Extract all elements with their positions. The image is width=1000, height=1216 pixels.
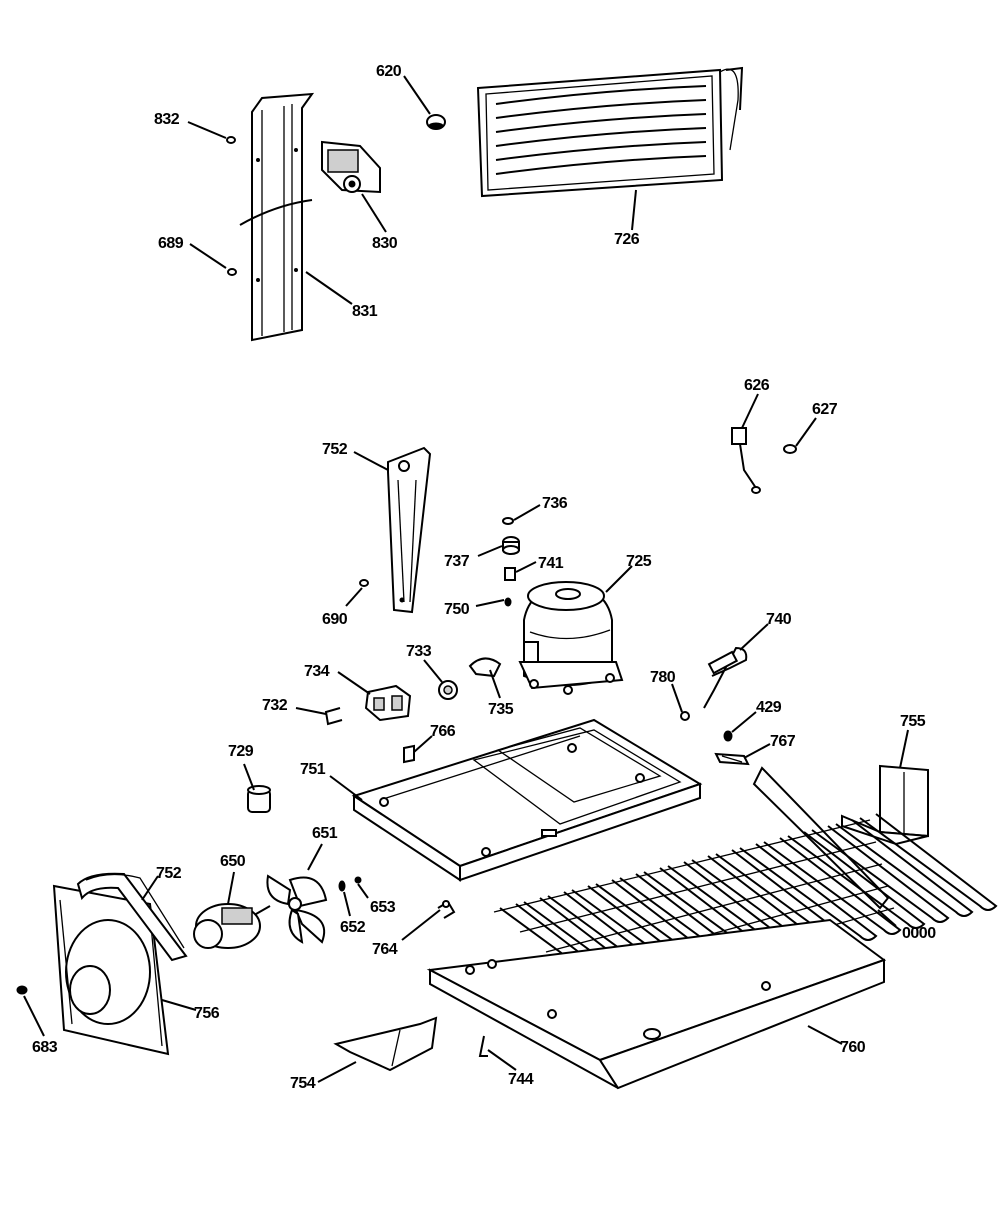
callout-729: 729 <box>228 743 254 760</box>
callout-830: 830 <box>372 235 398 252</box>
callout-690: 690 <box>322 611 348 628</box>
part-830-control <box>321 140 381 194</box>
part-653 <box>354 876 362 884</box>
part-689-screw <box>227 268 237 276</box>
coil-loop <box>739 843 878 941</box>
part-751-base-pan <box>351 718 703 882</box>
callout-752-lower: 752 <box>156 865 182 882</box>
callout-683: 683 <box>32 1039 58 1056</box>
coil-loop <box>787 831 926 929</box>
part-737 <box>502 536 520 555</box>
coil-fin-line <box>519 841 877 933</box>
part-732-clip <box>324 707 343 726</box>
callout-732: 732 <box>262 697 288 714</box>
part-766 <box>403 744 415 764</box>
part-831-duct <box>239 92 315 342</box>
part-780 <box>680 711 690 721</box>
part-734-relay <box>364 684 412 722</box>
callout-740: 740 <box>766 611 792 628</box>
callout-734: 734 <box>304 663 330 680</box>
part-627 <box>783 444 797 454</box>
callout-726: 726 <box>614 231 640 248</box>
callout-626: 626 <box>744 377 770 394</box>
callout-689: 689 <box>158 235 184 252</box>
callout-752-upper: 752 <box>322 441 348 458</box>
part-726-condenser <box>476 66 744 198</box>
callout-627: 627 <box>812 401 838 418</box>
callout-751: 751 <box>300 761 326 778</box>
callout-735: 735 <box>488 701 514 718</box>
leader-lines <box>23 75 909 1083</box>
callout-744: 744 <box>508 1071 534 1088</box>
part-754 <box>333 1016 438 1072</box>
part-741 <box>504 567 516 581</box>
part-760-drain-pan <box>426 918 887 1090</box>
callout-733: 733 <box>406 643 432 660</box>
part-729-capacitor <box>247 785 271 813</box>
callout-766: 766 <box>430 723 456 740</box>
callout-755: 755 <box>900 713 926 730</box>
part-755-bracket <box>841 764 929 846</box>
part-735 <box>468 657 502 678</box>
part-429 <box>723 730 733 742</box>
coil-loop <box>835 819 974 917</box>
callout-741: 741 <box>538 555 564 572</box>
callout-736: 736 <box>542 495 568 512</box>
callout-832: 832 <box>154 111 180 128</box>
callout-652: 652 <box>340 919 366 936</box>
coil-fin-line <box>545 863 883 953</box>
callout-756: 756 <box>194 1005 220 1022</box>
callout-780: 780 <box>650 669 676 686</box>
part-690-screw <box>359 579 369 587</box>
callout-831: 831 <box>352 303 378 320</box>
part-764 <box>437 900 456 919</box>
part-744 <box>478 1035 488 1057</box>
part-740 <box>703 646 748 709</box>
callout-653: 653 <box>370 899 396 916</box>
part-736 <box>502 517 514 525</box>
part-652 <box>338 880 346 892</box>
callout-651: 651 <box>312 825 338 842</box>
callout-725: 725 <box>626 553 652 570</box>
part-733 <box>438 680 458 700</box>
coil-fin-line <box>493 819 871 913</box>
callout-767: 767 <box>770 733 796 750</box>
callout-429: 429 <box>756 699 782 716</box>
part-750 <box>504 597 512 607</box>
part-626 <box>731 427 761 494</box>
part-752-bracket <box>387 446 432 614</box>
callout-620: 620 <box>376 63 402 80</box>
part-725-compressor <box>518 581 624 695</box>
callout-754: 754 <box>290 1075 316 1092</box>
part-756-fan-shroud <box>52 884 170 1056</box>
part-767 <box>714 752 750 766</box>
part-683-screw <box>16 985 28 995</box>
part-651-fan-blade <box>266 874 328 944</box>
part-620 <box>426 114 446 130</box>
part-752-shroud-frame <box>76 872 188 962</box>
callout-650: 650 <box>220 853 246 870</box>
callout-labels: 620 832 689 830 831 726 626 627 752 736 … <box>32 63 937 1092</box>
part-650-fan-motor <box>193 903 271 949</box>
callout-764: 764 <box>372 941 398 958</box>
coil-loop <box>859 813 998 911</box>
callout-760: 760 <box>840 1039 866 1056</box>
callout-0000: 0000 <box>902 925 936 942</box>
coil-loop <box>763 837 902 935</box>
part-832-screw <box>226 136 236 144</box>
callout-750: 750 <box>444 601 470 618</box>
coil-loop <box>811 825 950 923</box>
callout-737: 737 <box>444 553 470 570</box>
